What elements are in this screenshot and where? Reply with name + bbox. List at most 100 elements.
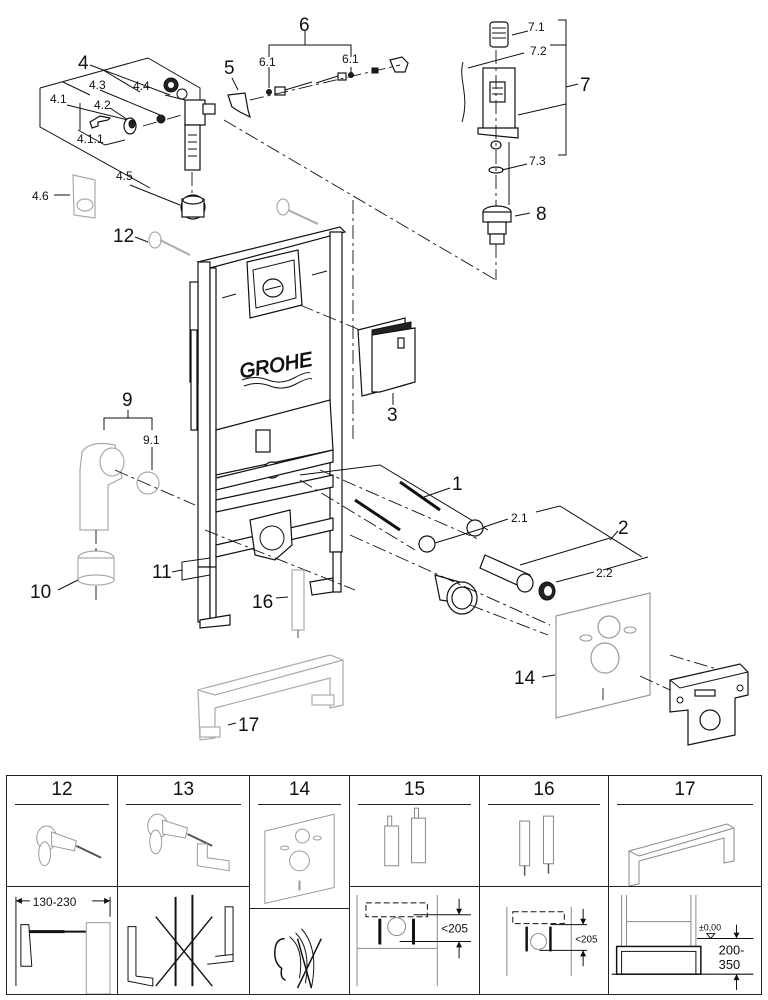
part-1-threaded-rods bbox=[354, 480, 441, 532]
accessories-table: 12 130-230 13 bbox=[6, 775, 762, 995]
callout-16: 16 bbox=[252, 592, 273, 613]
part-4.5-sleeve bbox=[180, 194, 206, 220]
callout-7: 7 bbox=[580, 75, 591, 96]
callout-7.3: 7.3 bbox=[529, 154, 546, 168]
leader-5 bbox=[231, 77, 239, 91]
leader-4.2 bbox=[109, 107, 129, 121]
axis-4 bbox=[142, 113, 186, 127]
floor-frame-illustration bbox=[628, 823, 735, 886]
accessory-number: 17 bbox=[674, 779, 696, 800]
callout-3: 3 bbox=[387, 405, 398, 426]
accessory-number: 12 bbox=[51, 779, 73, 800]
dimension-max-205: <205 bbox=[441, 922, 468, 936]
accessory-number: 14 bbox=[288, 779, 311, 800]
dimension-level-zero: ±0,00 bbox=[699, 923, 721, 933]
sound-insulation-illustration bbox=[264, 813, 335, 905]
accessory-number: 15 bbox=[403, 779, 426, 800]
callout-12: 12 bbox=[113, 226, 134, 247]
accessory-column-16: 16 <205 bbox=[480, 776, 609, 994]
callout-4.1.1: 4.1.1 bbox=[77, 132, 104, 146]
part-4-valve-body bbox=[184, 99, 216, 195]
accessory-column-12: 12 130-230 bbox=[7, 776, 118, 994]
part-2-connector-pipe bbox=[434, 554, 534, 615]
callout-6: 6 bbox=[299, 15, 310, 36]
callout-4.5: 4.5 bbox=[116, 169, 133, 183]
support-feet-illustration bbox=[384, 807, 426, 867]
dimension-350: 350 bbox=[719, 957, 740, 972]
part-10-sleeve bbox=[77, 550, 115, 586]
max-205-illustration: <205 bbox=[356, 894, 471, 987]
logo-waves bbox=[241, 372, 311, 383]
bracket-2 bbox=[535, 505, 643, 558]
part-4-group-outline bbox=[39, 57, 201, 189]
wall-anchor-with-bracket-illustration bbox=[147, 813, 230, 872]
dimension-max-205: <205 bbox=[575, 934, 598, 945]
installation-frame bbox=[189, 226, 347, 629]
max-205-illustration-16: <205 bbox=[506, 906, 598, 977]
bracket-9 bbox=[103, 417, 153, 430]
callout-9.1: 9.1 bbox=[143, 433, 160, 447]
floor-supports-illustration bbox=[519, 815, 554, 876]
exploded-parts-diagram: GROHE bbox=[30, 15, 749, 746]
callout-1: 1 bbox=[452, 474, 463, 495]
accessory-number: 13 bbox=[172, 779, 195, 800]
part-2.1-caps bbox=[418, 519, 484, 553]
bracket-1 bbox=[299, 464, 489, 531]
callout-4.3: 4.3 bbox=[89, 78, 106, 92]
axis-6 bbox=[249, 64, 401, 101]
callout-14: 14 bbox=[514, 668, 536, 689]
accessory-column-17: 17 ±0,00 200- bbox=[609, 776, 761, 994]
part-4.4-seal-rings bbox=[163, 77, 188, 100]
accessory-column-14: 14 bbox=[250, 776, 350, 994]
callout-4: 4 bbox=[78, 53, 89, 74]
callout-2.2: 2.2 bbox=[596, 566, 613, 580]
part-3-actuator-box bbox=[357, 317, 416, 397]
wall-anchor-illustration bbox=[36, 825, 102, 867]
no-floor-anchor-illustration bbox=[127, 894, 234, 987]
accessory-number: 16 bbox=[533, 779, 555, 800]
callout-5: 5 bbox=[224, 58, 235, 79]
bracket-7 bbox=[558, 19, 567, 156]
part-17-floor-frame bbox=[197, 654, 344, 741]
noise-reduction-icon bbox=[274, 928, 322, 989]
wall-distance-illustration: 130-230 bbox=[15, 895, 111, 994]
leader-4 bbox=[89, 64, 171, 96]
part-4.3-washer bbox=[156, 114, 166, 124]
callout-17: 17 bbox=[238, 715, 259, 736]
accessory-column-13: 13 bbox=[118, 776, 250, 994]
callout-4.2: 4.2 bbox=[94, 98, 111, 112]
callout-8: 8 bbox=[536, 204, 547, 225]
floor-height-illustration: ±0,00 200- 350 bbox=[611, 894, 754, 991]
callout-4.1: 4.1 bbox=[50, 92, 67, 106]
callout-2.1: 2.1 bbox=[511, 511, 528, 525]
callout-7.1: 7.1 bbox=[528, 20, 545, 34]
dimension-130-230: 130-230 bbox=[33, 895, 77, 909]
part-9-elbow bbox=[79, 442, 160, 531]
callout-11: 11 bbox=[152, 562, 172, 583]
callout-9: 9 bbox=[122, 390, 133, 411]
callout-6.1a: 6.1 bbox=[259, 55, 276, 69]
part-7-fill-valve bbox=[461, 21, 519, 205]
callout-4.6: 4.6 bbox=[32, 189, 49, 203]
leader-4.3 bbox=[99, 89, 161, 116]
part-16-support bbox=[291, 569, 305, 638]
part-8-valve-base bbox=[482, 205, 512, 245]
callout-10: 10 bbox=[30, 582, 51, 603]
part-6-hose bbox=[266, 56, 409, 96]
callout-7.2: 7.2 bbox=[530, 44, 547, 58]
part-4.1-lever bbox=[89, 115, 112, 129]
part-14-sound-insulation bbox=[555, 592, 651, 719]
wc-connection-bracket bbox=[669, 663, 749, 746]
part-5-bracket bbox=[227, 92, 251, 119]
part-12-wall-anchor bbox=[148, 198, 319, 256]
part-4.2-nut bbox=[123, 117, 137, 135]
callout-4.4: 4.4 bbox=[133, 79, 150, 93]
bracket-11 bbox=[181, 557, 211, 581]
bracket-6 bbox=[268, 44, 352, 57]
callout-6.1b: 6.1 bbox=[342, 52, 359, 66]
dimension-200: 200- bbox=[719, 942, 745, 957]
callout-2: 2 bbox=[618, 518, 629, 539]
part-2.2-seal bbox=[538, 581, 556, 601]
leader-4.5 bbox=[129, 184, 181, 206]
part-4.6-bag bbox=[72, 174, 96, 219]
